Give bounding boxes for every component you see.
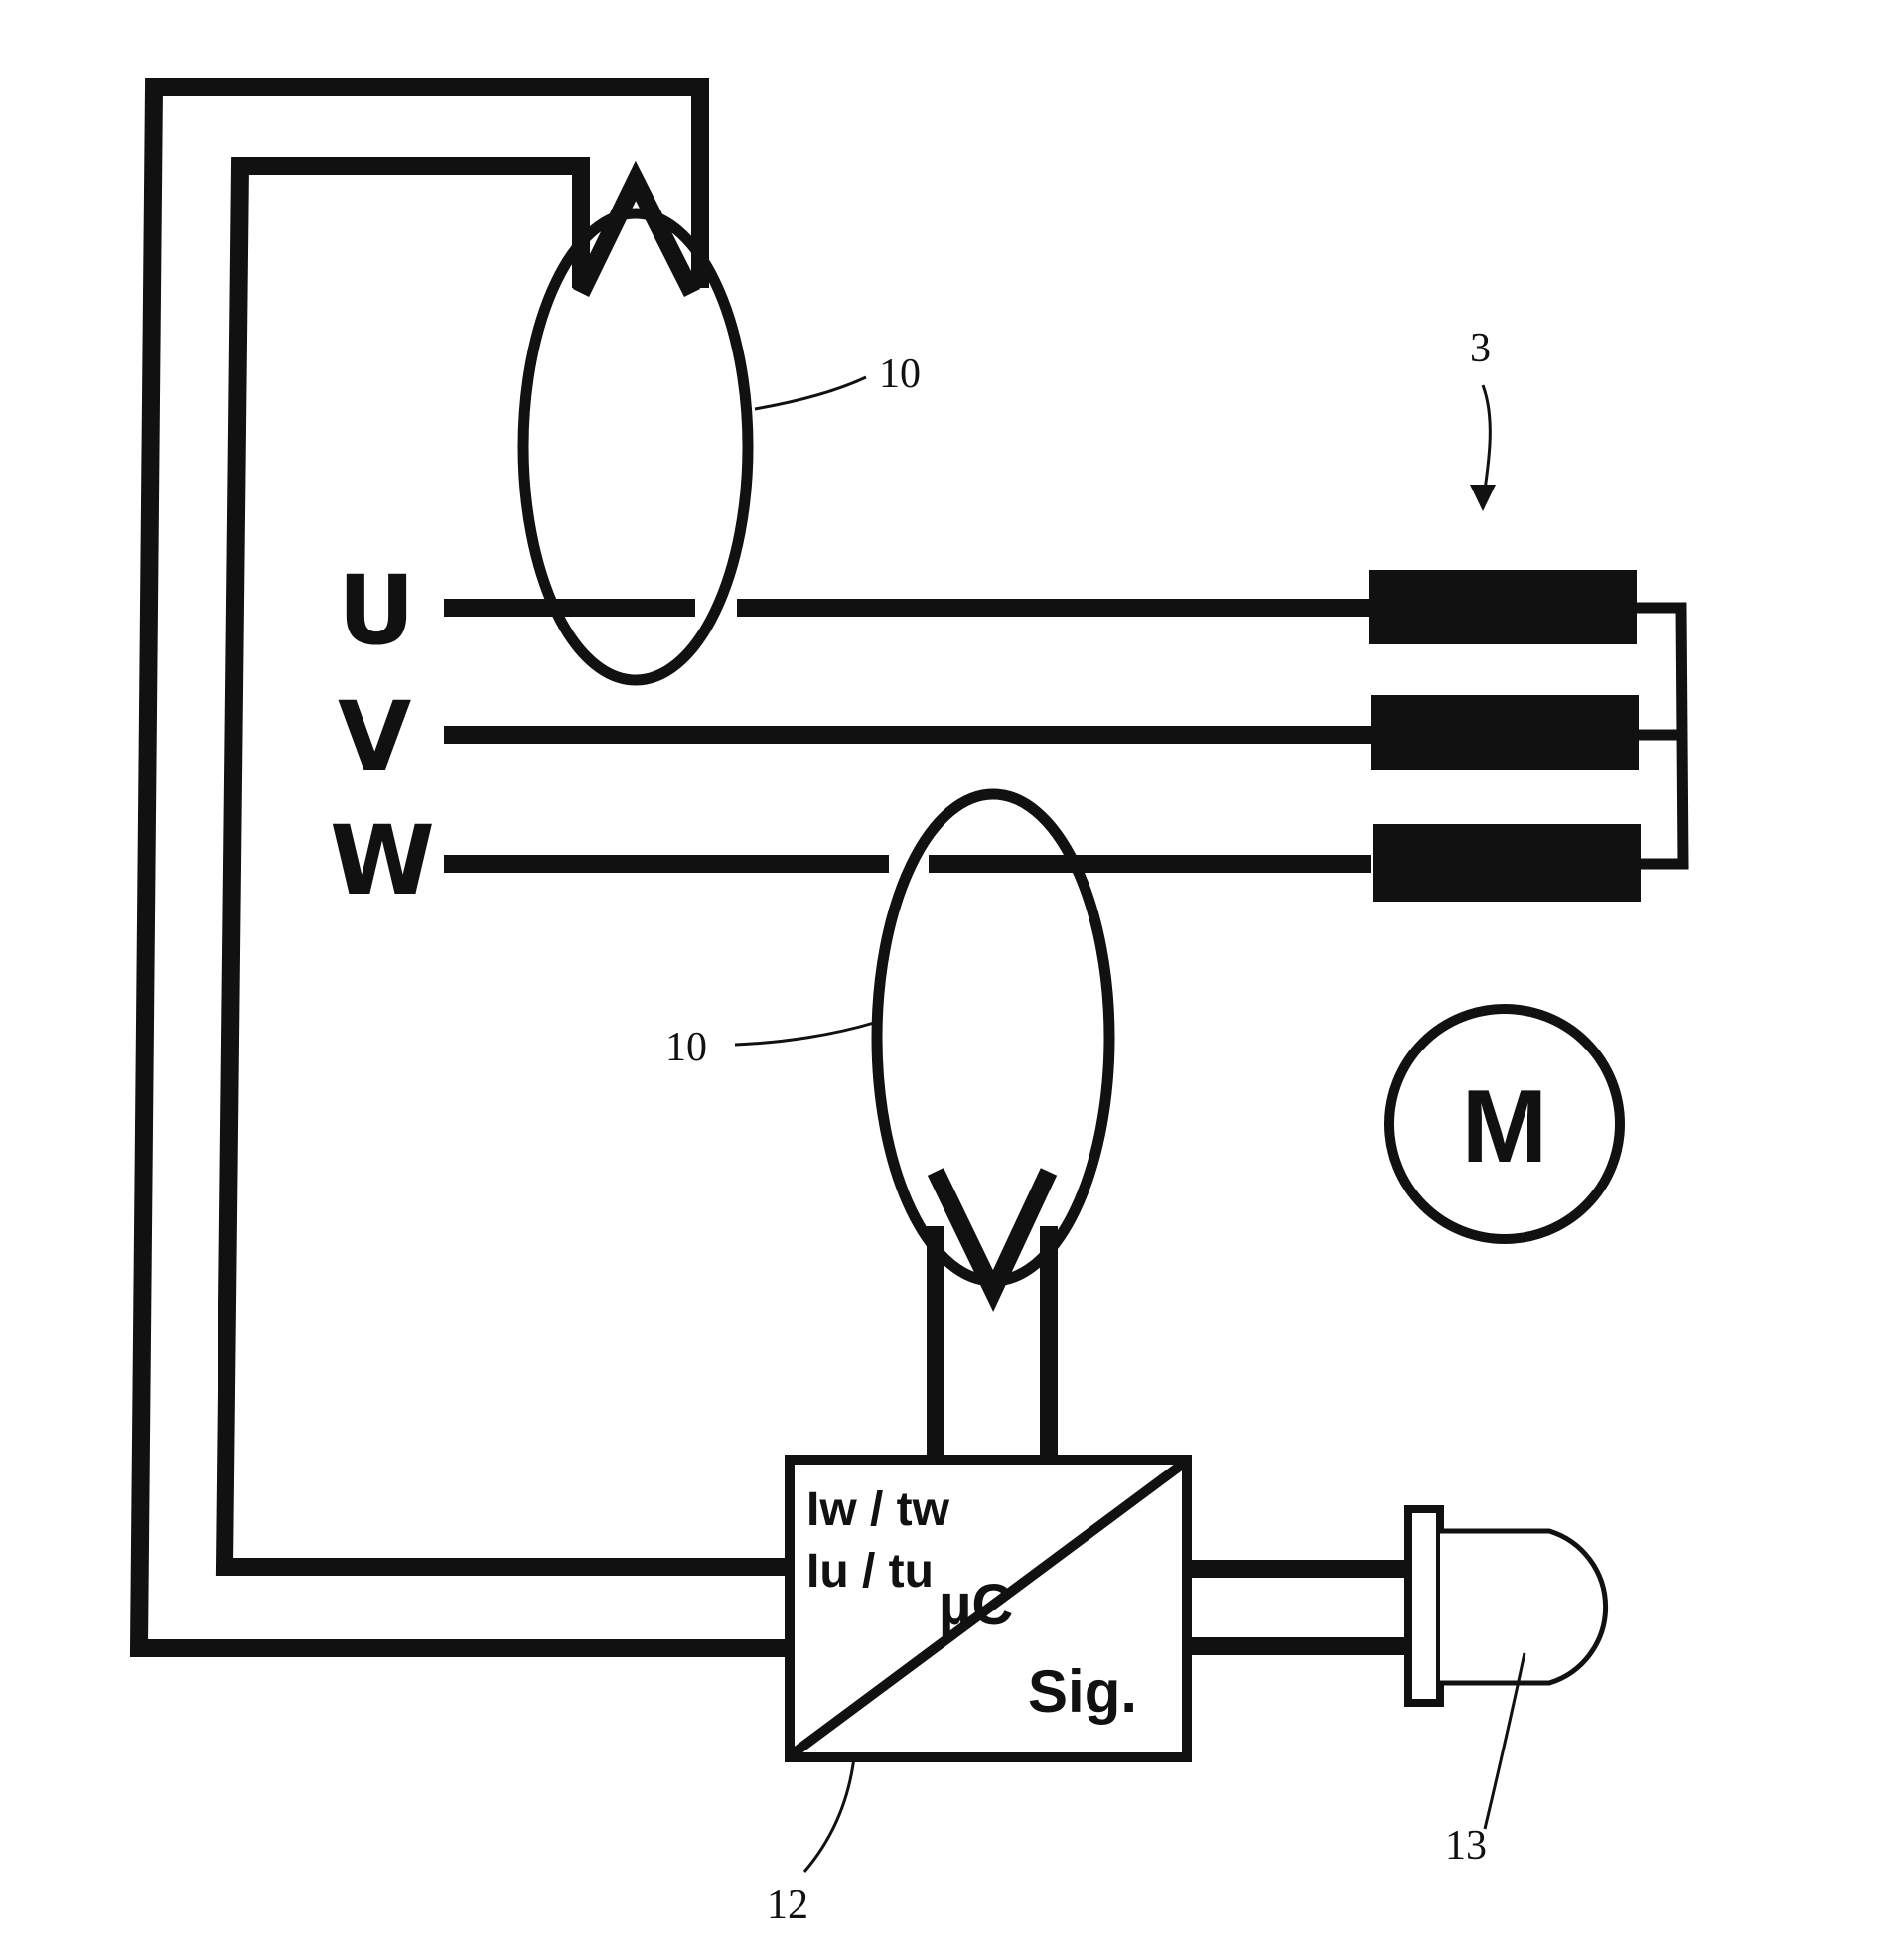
- label-controller: 12: [767, 1883, 808, 1928]
- winding-coil-w: [1373, 824, 1641, 902]
- leader-winding-arrowhead: [1470, 485, 1496, 511]
- leader-sensor-bottom: [735, 1023, 874, 1045]
- controller-corner-label: Sig.: [1028, 1658, 1137, 1725]
- phase-label-w: W: [330, 805, 435, 916]
- winding-coil-u: [1369, 570, 1637, 644]
- motor-label: M: [1462, 1069, 1548, 1185]
- leader-controller: [804, 1757, 854, 1872]
- label-sensor-bottom: 10: [665, 1025, 707, 1070]
- winding-coil-v: [1371, 695, 1639, 770]
- label-winding: 3: [1470, 326, 1491, 371]
- controller-line-1: Iw / tw: [806, 1483, 950, 1536]
- indicator-lamp-base: [1408, 1509, 1440, 1703]
- leader-sensor-top: [755, 377, 866, 409]
- leader-winding: [1483, 385, 1490, 496]
- phase-label-v: V: [338, 681, 411, 792]
- phase-label-u: U: [338, 555, 415, 666]
- label-sensor-top: 10: [879, 351, 921, 397]
- top-sensor-terminal: [581, 181, 692, 293]
- label-indicator: 13: [1445, 1823, 1487, 1869]
- controller-line-2: Iu / tu: [806, 1545, 934, 1598]
- controller-center-label: µC: [939, 1573, 1013, 1637]
